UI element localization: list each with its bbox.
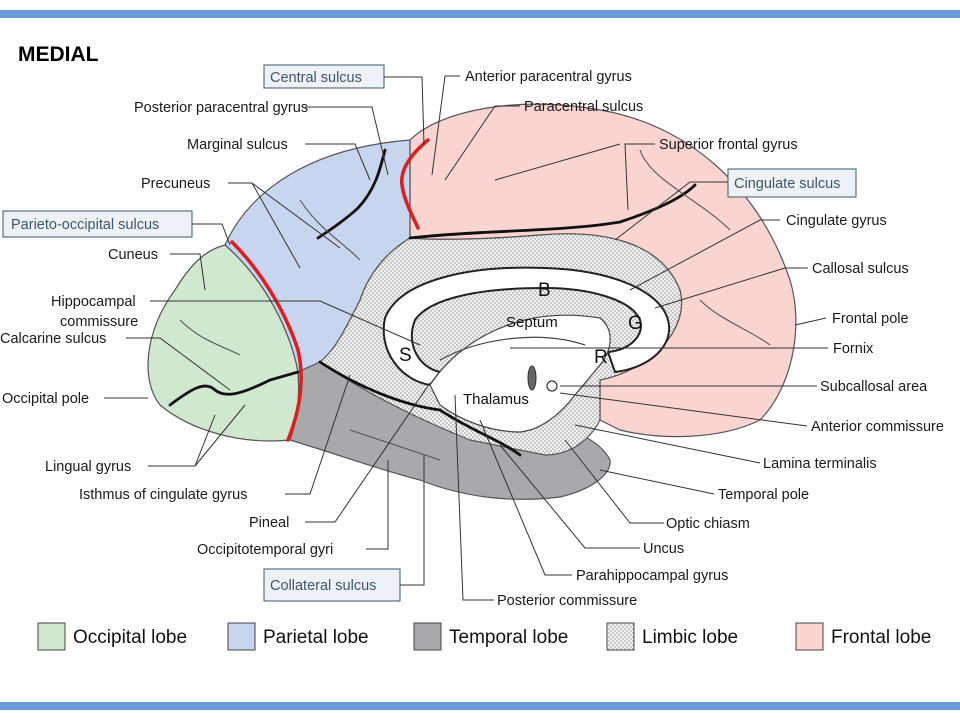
- legend-swatch-limbic: [606, 622, 635, 651]
- sulci-lines: [168, 148, 697, 457]
- diencephalon-region: [429, 314, 611, 433]
- label-posterior-commissure: Posterior commissure: [497, 593, 637, 609]
- boxed-labels: Central sulcus Parieto-occipital sulcus …: [2, 64, 857, 602]
- legend-label-temporal: Temporal lobe: [449, 627, 568, 648]
- label-callosal-sulcus: Callosal sulcus: [812, 261, 909, 277]
- inner-label-b: B: [538, 280, 551, 301]
- label-cuneus: Cuneus: [108, 247, 158, 263]
- legend-item-limbic: Limbic lobe: [606, 622, 738, 651]
- legend-swatch-temporal: [413, 622, 442, 651]
- inner-label-r: R: [594, 347, 608, 368]
- label-parieto-occipital-sulcus: Parieto-occipital sulcus: [11, 217, 159, 233]
- legend-label-occipital: Occipital lobe: [73, 627, 187, 648]
- legend: Occipital lobe Parietal lobe Temporal lo…: [37, 622, 931, 651]
- inner-label-s: S: [399, 345, 412, 366]
- label-paracentral-sulcus: Paracentral sulcus: [524, 99, 643, 115]
- gyral-texture: [179, 149, 771, 461]
- label-uncus: Uncus: [643, 541, 684, 557]
- label-cingulate-sulcus: Cingulate sulcus: [734, 176, 840, 192]
- inner-label-thalamus: Thalamus: [463, 391, 529, 408]
- legend-label-limbic: Limbic lobe: [642, 627, 738, 648]
- highlighted-sulci: [230, 138, 430, 442]
- fornix-column: [527, 365, 537, 391]
- legend-item-occipital: Occipital lobe: [37, 622, 187, 651]
- view-title: MEDIAL: [18, 43, 99, 66]
- label-fornix: Fornix: [833, 341, 874, 357]
- label-precuneus: Precuneus: [141, 176, 210, 192]
- label-marginal-sulcus: Marginal sulcus: [187, 137, 288, 153]
- label-posterior-paracentral-gyrus: Posterior paracentral gyrus: [134, 100, 308, 116]
- inner-label-g: G: [628, 313, 643, 334]
- label-frontal-pole: Frontal pole: [832, 311, 909, 327]
- legend-swatch-frontal: [795, 622, 824, 651]
- anterior-commissure-dot: [546, 380, 558, 392]
- central-sulcus-highlight: [400, 138, 430, 230]
- label-parahippocampal-gyrus: Parahippocampal gyrus: [576, 568, 728, 584]
- legend-swatch-occipital: [37, 622, 66, 651]
- label-hippocampal-commissure-line1: Hippocampal: [51, 294, 136, 310]
- label-pineal: Pineal: [249, 515, 289, 531]
- structure-labels: Anterior paracentral gyrus Posterior par…: [0, 69, 944, 609]
- inner-label-septum: Septum: [506, 314, 558, 331]
- leader-lines: [104, 75, 828, 601]
- label-anterior-commissure: Anterior commissure: [811, 419, 944, 435]
- bottom-accent-bar: [0, 702, 960, 710]
- label-superior-frontal-gyrus: Superior frontal gyrus: [659, 137, 798, 153]
- occipital-lobe-region: [147, 244, 300, 442]
- brain-regions: [147, 103, 797, 500]
- label-central-sulcus: Central sulcus: [270, 70, 362, 86]
- label-isthmus-of-cingulate-gyrus: Isthmus of cingulate gyrus: [79, 487, 247, 503]
- legend-item-temporal: Temporal lobe: [413, 622, 568, 651]
- legend-label-frontal: Frontal lobe: [831, 627, 931, 648]
- label-lingual-gyrus: Lingual gyrus: [45, 459, 131, 475]
- corpus-callosum: [382, 266, 671, 387]
- top-accent-bar: [0, 10, 960, 18]
- parieto-occipital-sulcus-highlight: [230, 240, 303, 442]
- fornix-arch: [439, 336, 586, 361]
- label-temporal-pole: Temporal pole: [718, 487, 809, 503]
- label-occipital-pole: Occipital pole: [2, 391, 89, 407]
- label-occipitotemporal-gyri: Occipitotemporal gyri: [197, 542, 333, 558]
- label-lamina-terminalis: Lamina terminalis: [763, 456, 877, 472]
- label-collateral-sulcus: Collateral sulcus: [270, 578, 376, 594]
- label-hippocampal-commissure-line2: commissure: [60, 314, 138, 330]
- label-anterior-paracentral-gyrus: Anterior paracentral gyrus: [465, 69, 632, 85]
- legend-item-frontal: Frontal lobe: [795, 622, 931, 651]
- legend-item-parietal: Parietal lobe: [227, 622, 369, 651]
- label-calcarine-sulcus: Calcarine sulcus: [0, 331, 106, 347]
- legend-label-parietal: Parietal lobe: [263, 627, 369, 648]
- legend-swatch-parietal: [227, 622, 256, 651]
- label-optic-chiasm: Optic chiasm: [666, 516, 750, 532]
- label-subcallosal-area: Subcallosal area: [820, 379, 928, 395]
- label-cingulate-gyrus: Cingulate gyrus: [786, 213, 887, 229]
